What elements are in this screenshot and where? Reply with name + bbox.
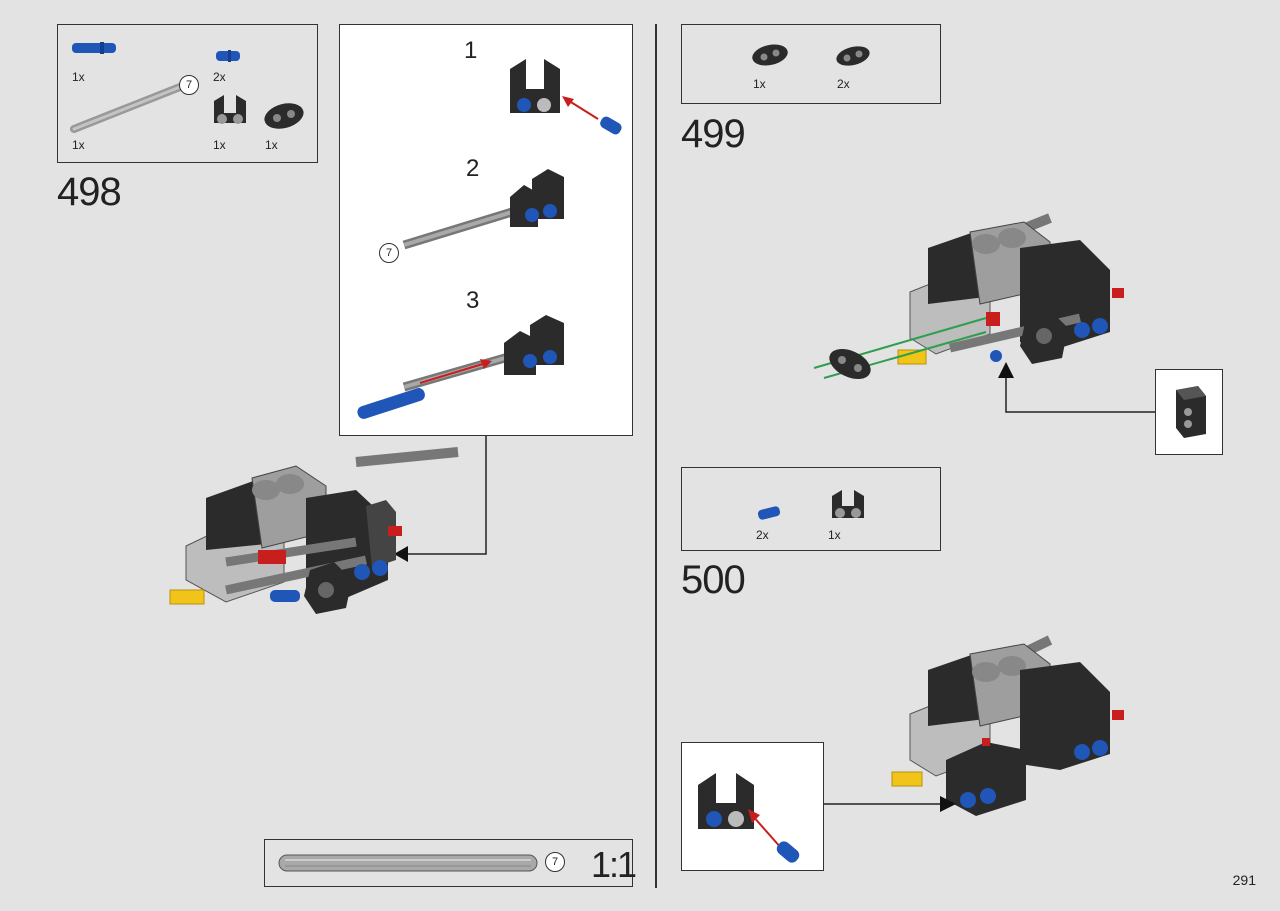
step-498-subassembly-box: 1 2 7 3 xyxy=(339,24,633,436)
substep-1-number: 1 xyxy=(464,37,478,64)
step-499-parts-box: 1x 2x xyxy=(681,24,941,104)
step-498-model-illustration xyxy=(169,447,459,614)
axle-length-badge: 7 xyxy=(179,75,199,95)
substep-2-assembly-icon xyxy=(402,169,564,250)
substep-1-arrow-icon xyxy=(562,96,622,135)
black-pin-connector-qty: 1x xyxy=(828,528,841,542)
black-beam-qty: 1x xyxy=(265,138,278,152)
axle-scale-icon xyxy=(278,854,538,872)
short-blue-pin-qty: 2x xyxy=(213,70,226,84)
black-link-qty: 2x xyxy=(837,77,850,91)
subassembly-callout-line xyxy=(394,436,487,562)
short-blue-pin-qty: 2x xyxy=(756,528,769,542)
axle-scale-box: 7 1:1 xyxy=(264,839,637,887)
step-498-parts-box: 1x 2x 7 1x 1x 1x xyxy=(57,24,318,163)
black-pin-connector-icon xyxy=(214,95,246,124)
black-double-connector-qty: 1x xyxy=(753,77,766,91)
step-499-number: 499 xyxy=(681,112,746,156)
axle-icon xyxy=(70,83,184,133)
substep-3-number: 3 xyxy=(466,287,480,314)
black-pin-connector-icon xyxy=(832,490,864,518)
page-divider xyxy=(655,24,657,888)
step-498-number: 498 xyxy=(57,170,122,214)
substep-2-axle-length-badge: 7 xyxy=(379,243,399,263)
page-number: 291 xyxy=(1232,872,1256,888)
step-500-parts-box: 2x 1x xyxy=(681,467,941,551)
black-double-connector-detail-icon xyxy=(1176,386,1206,438)
step-500-callout-illustration xyxy=(698,773,800,863)
short-blue-pin-icon xyxy=(757,506,781,520)
black-double-connector-icon xyxy=(752,44,788,66)
long-blue-pin-qty: 1x xyxy=(72,70,85,84)
black-pin-connector-qty: 1x xyxy=(213,138,226,152)
substep-1-connector-icon xyxy=(510,59,560,113)
black-link-icon xyxy=(836,46,870,66)
black-beam-icon xyxy=(264,103,304,129)
scale-axle-length-badge: 7 xyxy=(545,852,565,872)
step-500-callout-line xyxy=(824,796,956,812)
scale-ratio-label: 1:1 xyxy=(591,844,637,885)
step-500-number: 500 xyxy=(681,558,746,602)
long-blue-pin-icon xyxy=(72,42,116,54)
step-500-callout-box xyxy=(681,742,824,871)
step-499-callout-box xyxy=(1155,369,1223,455)
substep-2-number: 2 xyxy=(466,155,480,182)
short-blue-pin-icon xyxy=(216,50,240,62)
step-499-callout-line xyxy=(998,362,1156,413)
axle-qty: 1x xyxy=(72,138,85,152)
step-499-model-illustration xyxy=(813,213,1124,380)
step-500-model-illustration xyxy=(891,635,1124,816)
substep-3-assembly-icon xyxy=(357,315,564,419)
